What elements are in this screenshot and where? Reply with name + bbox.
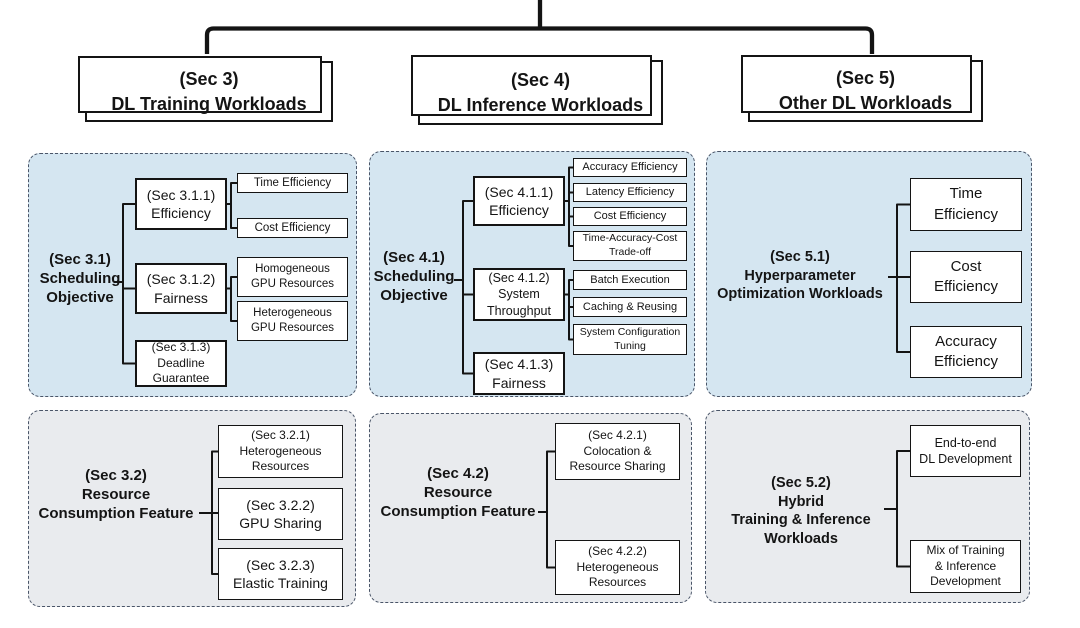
sec41-main-bracket — [454, 200, 473, 375]
box-sec323-elastic-training: (Sec 3.2.3) Elastic Training — [218, 548, 343, 600]
sec51-bracket — [888, 203, 910, 353]
label-sec52: (Sec 5.2) Hybrid Training & Inference Wo… — [731, 475, 871, 547]
label-sec32: (Sec 3.2) Resource Consumption Feature — [38, 467, 194, 523]
leaf-time-efficiency-hpo: Time Efficiency — [910, 178, 1022, 231]
sec52-bracket — [884, 450, 910, 568]
header-sec5-other-dl: (Sec 5) Other DL Workloads — [741, 55, 983, 122]
leaf-system-configuration-tuning: System Configuration Tuning — [573, 324, 687, 355]
leaf-latency-efficiency: Latency Efficiency — [573, 183, 687, 202]
box-sec312-fairness: (Sec 3.1.2) Fairness — [135, 263, 227, 314]
box-sec321-heterogeneous-resources: (Sec 3.2.1) Heterogeneous Resources — [218, 425, 343, 478]
leaf-mix-training-inference: Mix of Training & Inference Development — [910, 540, 1021, 593]
box-sec413-fairness: (Sec 4.1.3) Fairness — [473, 352, 565, 395]
box-sec421-colocation-sharing: (Sec 4.2.1) Colocation & Resource Sharin… — [555, 423, 680, 480]
sec311-bracket — [227, 182, 237, 229]
leaf-cost-efficiency-inference: Cost Efficiency — [573, 207, 687, 226]
leaf-accuracy-efficiency: Accuracy Efficiency — [573, 158, 687, 177]
sec31-main-bracket — [114, 203, 135, 365]
label-sec41: (Sec 4.1) Scheduling Objective — [373, 249, 455, 305]
leaf-cost-efficiency-training: Cost Efficiency — [237, 218, 348, 238]
box-sec313-deadline: (Sec 3.1.3) Deadline Guarantee — [135, 340, 227, 387]
sec32-bracket — [199, 450, 218, 575]
box-sec412-system-throughput: (Sec 4.1.2) System Throughput — [473, 268, 565, 321]
sec312-bracket — [227, 276, 237, 322]
box-sec322-gpu-sharing: (Sec 3.2.2) GPU Sharing — [218, 488, 343, 540]
leaf-time-accuracy-cost-tradeoff: Time-Accuracy-Cost Trade-off — [573, 231, 687, 261]
box-sec311-efficiency: (Sec 3.1.1) Efficiency — [135, 178, 227, 230]
leaf-heterogeneous-gpu: Heterogeneous GPU Resources — [237, 301, 348, 341]
label-sec51: (Sec 5.1) Hyperparameter Optimization Wo… — [717, 249, 883, 303]
leaf-accuracy-efficiency-hpo: Accuracy Efficiency — [910, 326, 1022, 378]
sec42-bracket — [538, 450, 555, 569]
leaf-cost-efficiency-hpo: Cost Efficiency — [910, 251, 1022, 303]
leaf-homogeneous-gpu: Homogeneous GPU Resources — [237, 257, 348, 297]
leaf-caching-reusing: Caching & Reusing — [573, 297, 687, 317]
leaf-time-efficiency-training: Time Efficiency — [237, 173, 348, 193]
box-sec411-efficiency: (Sec 4.1.1) Efficiency — [473, 176, 565, 226]
sec411-bracket — [565, 166, 573, 247]
header-sec4-dl-inference: (Sec 4) DL Inference Workloads — [411, 55, 663, 125]
label-sec42: (Sec 4.2) Resource Consumption Feature — [380, 465, 536, 521]
box-sec422-heterogeneous-resources: (Sec 4.2.2) Heterogeneous Resources — [555, 540, 680, 595]
sec412-bracket — [565, 279, 573, 341]
header-sec3-dl-training: (Sec 3) DL Training Workloads — [78, 56, 333, 122]
root-bracket-line — [204, 26, 875, 54]
leaf-end-to-end-dl-development: End-to-end DL Development — [910, 425, 1021, 477]
leaf-batch-execution: Batch Execution — [573, 270, 687, 290]
label-sec31: (Sec 3.1) Scheduling Objective — [39, 251, 121, 307]
